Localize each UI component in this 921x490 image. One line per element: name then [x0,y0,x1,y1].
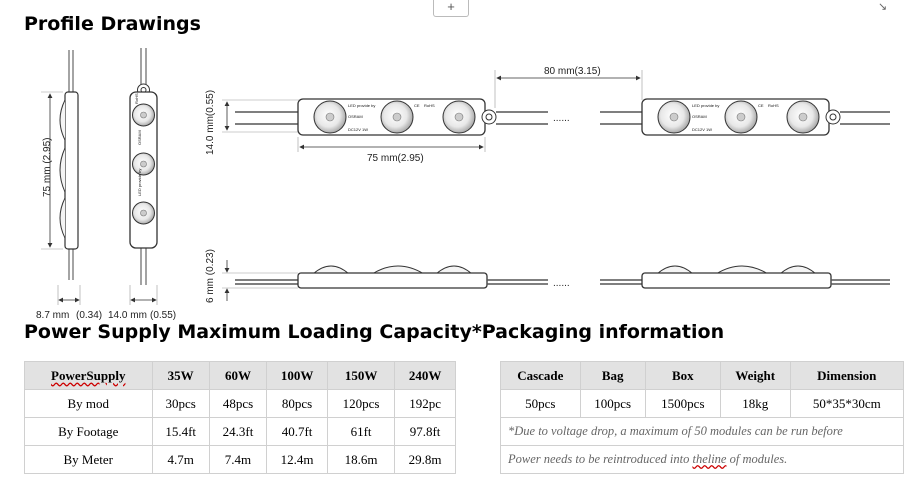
profile-drawings-title: Profile Drawings [24,13,201,35]
front-brand: OSRAM [137,130,142,145]
expand-icon[interactable]: ↘ [878,1,888,13]
top-chain-view: 14.0 mm(0.55) [205,70,890,155]
front-width-inch: (0.55) [150,310,176,320]
module-length-dim: 75 mm(2.95) [367,153,424,164]
table-row: 50pcs 100pcs 1500pcs 18kg 50*35*30cm [500,389,905,418]
table-cell: 15.4ft [151,417,210,446]
power-supply-title: Power Supply Maximum Loading Capacity*Pa… [24,321,725,343]
side-width-dim: 8.7 mm [36,310,69,320]
table-cell: 100pcs [579,389,646,418]
module2-label: LED provide by [692,103,719,108]
bottom-profile-view: 6 mm (0.23) [205,249,890,303]
front-height-dim: 14.0 mm(0.55) [205,90,216,155]
table-cell: 18.6m [326,445,396,474]
table-cell: 7.4m [208,445,268,474]
col-header: 100W [266,361,328,390]
add-button[interactable]: + [433,0,469,17]
chain-ellipsis-top: ...... [553,113,570,124]
table-cell: 120pcs [326,389,396,418]
module2-brand: OSRAM [692,114,707,119]
side-width-inch: (0.34) [76,310,102,320]
col-header: 35W [151,361,210,390]
front-rohs: RoHS [134,93,139,104]
front-label: LED provide by [137,169,142,196]
table-cell: 50pcs [500,389,581,418]
module1-rohs: RoHS [424,103,435,108]
table-cell: 12.4m [266,445,328,474]
module1-label: LED provide by [348,103,375,108]
table-row: By Footage 15.4ft 24.3ft 40.7ft 61ft 97.… [24,417,456,446]
row-label: By Meter [24,445,153,474]
table-cell: 1500pcs [644,389,721,418]
table-cell: 97.8ft [394,417,456,446]
module2-spec: DC12V 1W [692,127,712,132]
table-header-row: Cascade Bag Box Weight Dimension [500,361,905,390]
table-row: By mod 30pcs 48pcs 80pcs 120pcs 192pc [24,389,456,418]
packaging-table: Cascade Bag Box Weight Dimension 50pcs 1… [500,361,905,474]
table-header-row: PowerSupply 35W 60W 100W 150W 240W [24,361,456,390]
table-cell: 29.8m [394,445,456,474]
module1-brand: OSRAM [348,114,363,119]
side-height-dim: 75 mm (2.95) [42,138,53,197]
module2-ce: CE [758,103,764,108]
row-label: By Footage [24,417,153,446]
front-vertical-view [129,48,158,305]
module1-spec: DC12V 1W [348,127,368,132]
col-header: 240W [394,361,456,390]
note-row: *Due to voltage drop, a maximum of 50 mo… [500,417,904,446]
profile-drawings: 75 mm (2.95) 8.7 mm (0.34) OSRAM LED pro… [36,48,890,320]
pitch-dim: 80 mm(3.15) [544,66,601,77]
col-header: Box [644,361,721,390]
note-row: Power needs to be reintroduced into thel… [500,445,904,474]
table-cell: 30pcs [151,389,210,418]
row-label: By mod [24,389,153,418]
col-header: Dimension [789,361,905,390]
col-header: PowerSupply [24,361,153,390]
table-cell: 40.7ft [266,417,328,446]
col-header: Bag [579,361,646,390]
col-header: 150W [326,361,396,390]
table-cell: 61ft [326,417,396,446]
table-cell: 48pcs [208,389,268,418]
voltage-drop-note: *Due to voltage drop, a maximum of 50 mo… [500,417,904,446]
front-width-dim: 14.0 mm [108,310,147,320]
col-header: Weight [719,361,791,390]
table-row: By Meter 4.7m 7.4m 12.4m 18.6m 29.8m [24,445,456,474]
table-cell: 192pc [394,389,456,418]
thickness-dim: 6 mm (0.23) [205,249,216,303]
chain-ellipsis-bottom: ...... [553,278,570,289]
table-cell: 50*35*30cm [789,389,905,418]
table-cell: 4.7m [151,445,210,474]
power-reintroduce-note: Power needs to be reintroduced into thel… [500,445,904,474]
power-supply-table: PowerSupply 35W 60W 100W 150W 240W By mo… [24,361,456,474]
module1-ce: CE [414,103,420,108]
module2-rohs: RoHS [768,103,779,108]
side-profile-view [41,50,81,305]
col-header: Cascade [500,361,581,390]
table-cell: 24.3ft [208,417,268,446]
col-header: 60W [208,361,268,390]
table-cell: 80pcs [266,389,328,418]
table-cell: 18kg [719,389,791,418]
